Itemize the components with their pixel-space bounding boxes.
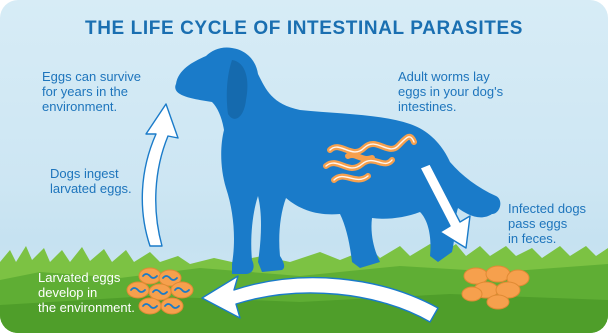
caption-infected-dogs: Infected dogs pass eggs in feces. [508, 201, 586, 246]
page-title: THE LIFE CYCLE OF INTESTINAL PARASITES [0, 18, 608, 40]
caption-larvated-eggs: Larvated eggs develop in the environment… [38, 270, 135, 315]
caption-eggs-survive: Eggs can survive for years in the enviro… [42, 69, 141, 114]
caption-dogs-ingest: Dogs ingest larvated eggs. [50, 166, 132, 196]
arrow-ingest-up [142, 104, 178, 246]
caption-adult-worms: Adult worms lay eggs in your dog's intes… [398, 69, 503, 114]
